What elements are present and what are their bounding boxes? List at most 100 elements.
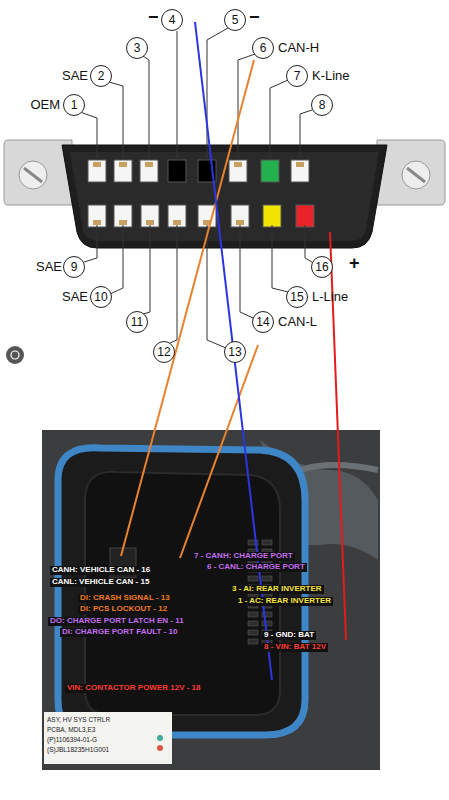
pin-function-label: CANH: VEHICLE CAN - 16 <box>50 566 152 575</box>
pin-function-label: 6 - CANL: CHARGE PORT <box>205 563 307 572</box>
callout-number: 10 <box>94 291 107 303</box>
pin-socket <box>248 639 258 644</box>
pin-number-circle: 14 <box>252 311 274 333</box>
bottom-ground <box>0 375 449 800</box>
pin-number-circle: 6 <box>252 37 274 59</box>
callout-number: 4 <box>169 14 176 26</box>
drawing-stroke <box>143 56 149 160</box>
screw-left <box>19 161 47 189</box>
pin-number-circle: 2 <box>90 65 112 87</box>
pin-contact <box>173 220 181 225</box>
obd-pin-cavities <box>88 160 314 227</box>
drawing-stroke <box>109 82 123 160</box>
pin-cavity <box>140 160 158 182</box>
obd-connector-body <box>62 145 387 248</box>
pin-contact <box>203 220 211 225</box>
drawing-stroke <box>272 225 288 292</box>
pin-number-circle: 13 <box>224 341 246 363</box>
pin-socket <box>248 612 258 617</box>
signal-name: CAN-H <box>278 41 319 55</box>
pin-number-circle: 12 <box>153 341 175 363</box>
drawing-stroke <box>305 225 312 262</box>
pin-contact <box>93 162 101 167</box>
callout-number: 12 <box>157 346 170 358</box>
drawing-stroke <box>110 225 123 294</box>
drawing-stroke <box>300 110 312 160</box>
sticker-dot <box>157 735 163 741</box>
pin-number-circle: 5 <box>224 9 246 31</box>
pin-socket <box>262 540 272 545</box>
pin-function-label: 1 - AC: REAR INVERTER <box>236 597 333 606</box>
pin-number-circle: 8 <box>311 94 333 116</box>
top-ground <box>0 0 449 375</box>
sticker-dot <box>157 745 163 751</box>
pin-socket <box>248 621 258 626</box>
drawing-stroke <box>80 112 97 160</box>
drawing-stroke <box>207 28 228 160</box>
pin-socket <box>248 540 258 545</box>
pin-contact <box>93 220 101 225</box>
pin-cavity <box>229 160 247 182</box>
callout-number: 2 <box>98 70 105 82</box>
pin-function-label: DI: CRASH SIGNAL - 13 <box>78 594 172 603</box>
drawing-stroke <box>177 31 178 160</box>
pin-function-label: 7 - CANH: CHARGE PORT <box>192 552 295 561</box>
photo-ground <box>42 430 380 770</box>
pin-contact <box>236 220 244 225</box>
drawing-stroke <box>170 225 177 343</box>
sign-label: + <box>349 254 360 274</box>
drawing-stroke <box>238 54 255 160</box>
pin-socket <box>262 621 272 626</box>
pin-cavity <box>198 205 216 227</box>
signal-name: L-Line <box>312 290 348 304</box>
pin-contact <box>296 162 304 167</box>
orange-wire <box>121 60 254 556</box>
pin-number-circle: 1 <box>63 94 85 116</box>
orange-wire <box>180 345 258 558</box>
pin-cavity <box>114 160 132 182</box>
callout-number: 14 <box>256 316 269 328</box>
mount-tab-left <box>4 140 72 205</box>
pin-cavity <box>88 205 106 227</box>
screw-slot-left <box>24 168 42 182</box>
mount-tab-right <box>377 140 445 205</box>
callout-number: 5 <box>232 14 239 26</box>
pin-cavity <box>141 205 159 227</box>
pin-cavity <box>88 160 106 182</box>
callout-number: 16 <box>315 261 328 273</box>
pin-cavity <box>296 205 314 227</box>
callout-number: 11 <box>131 316 143 328</box>
pin-cavity <box>291 160 309 182</box>
pin-group: OEM <box>30 98 60 112</box>
pin-function-label: 8 - VIN: BAT 12V <box>262 643 328 652</box>
signal-name: K-Line <box>312 69 350 83</box>
pin-cavity <box>168 205 186 227</box>
pin-function-label: 3 - AI: REAR INVERTER <box>230 585 324 594</box>
callout-number: 6 <box>260 42 267 54</box>
pin-function-label: 9 - GND: BAT <box>262 631 316 640</box>
pin-number-circle: 7 <box>286 65 308 87</box>
drawing-stroke <box>143 225 150 314</box>
pin-function-label: DI: CHARGE PORT FAULT - 10 <box>60 628 179 637</box>
callout-number: 1 <box>71 99 78 111</box>
lens-icon <box>6 346 24 364</box>
callout-number: 7 <box>294 70 301 82</box>
pin-cavity <box>261 160 279 182</box>
pin-contact <box>234 162 242 167</box>
pin-group: SAE <box>62 290 88 304</box>
pin-function-label: VIN: CONTACTOR POWER 12V - 18 <box>65 684 203 693</box>
pin-contact <box>119 162 127 167</box>
pin-function-label: DO: CHARGE PORT LATCH EN - 11 <box>48 617 186 626</box>
pin-number-circle: 4 <box>161 9 183 31</box>
pin-number-circle: 3 <box>126 37 148 59</box>
pin-number-circle: 9 <box>63 256 85 278</box>
drawing-stroke <box>240 225 253 318</box>
pin-cavity <box>231 205 249 227</box>
pin-group: SAE <box>36 260 62 274</box>
drawing-stroke <box>270 80 288 160</box>
pin-contact <box>145 162 153 167</box>
photo-cable-2 <box>300 465 378 470</box>
pin-cavity <box>168 160 186 182</box>
